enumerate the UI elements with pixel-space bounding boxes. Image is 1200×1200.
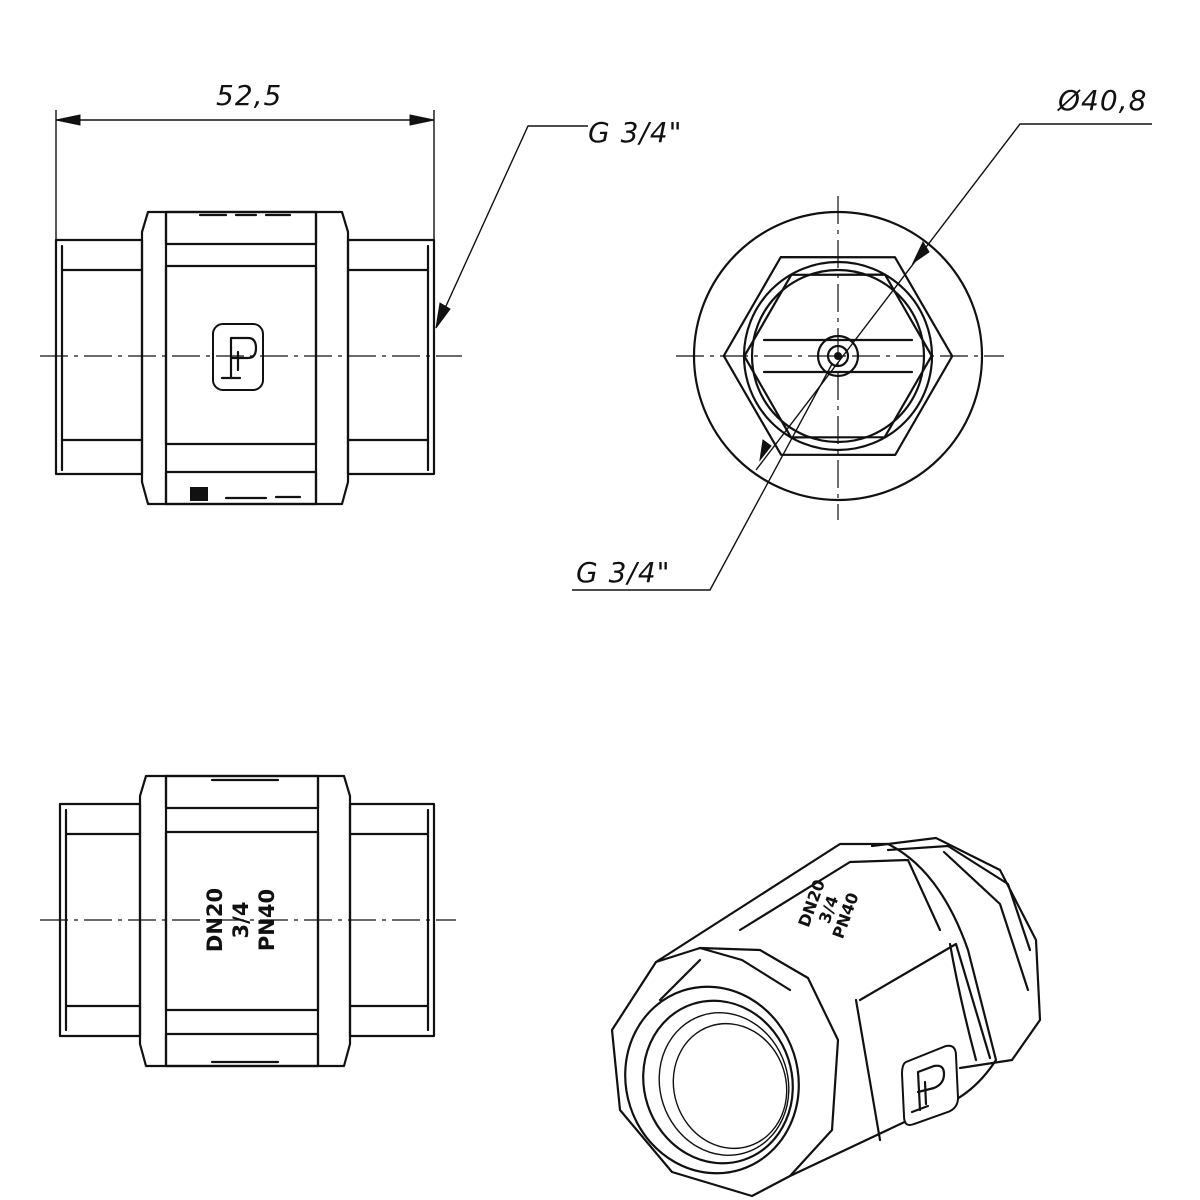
- iso-rear-end: [870, 836, 1042, 1070]
- dimension-arrow-right: [409, 114, 435, 126]
- leader-thread-side: [435, 125, 588, 329]
- dimension-length-label: 52,5: [216, 79, 282, 112]
- body-flat-face: [164, 264, 318, 446]
- diameter-label: Ø40,8: [1057, 84, 1147, 117]
- dimension-arrow-left: [55, 114, 81, 126]
- iso-bore: [624, 985, 800, 1175]
- iso-marking: DN20 3/4 PN40: [794, 877, 862, 941]
- leader-thread-end: [572, 363, 833, 591]
- isometric-view: DN20 3/4 PN40: [610, 836, 1042, 1198]
- logo-icon: [212, 323, 264, 391]
- thread-end-label: G 3/4": [576, 556, 671, 589]
- side-view-bottom: DN20 3/4 PN40: [40, 774, 456, 1068]
- side-view-top: 52,5 G 3/4": [40, 79, 683, 506]
- leader-arrow-diameter: [911, 240, 930, 265]
- marking-block: [190, 487, 208, 501]
- end-view: Ø40,8 G 3/4": [572, 84, 1152, 591]
- iso-logo-icon: [900, 1044, 960, 1126]
- iso-front-hex: [610, 946, 840, 1198]
- body-flat-face-bottom: [164, 830, 320, 1012]
- leader-arrow-thread: [435, 302, 451, 329]
- leader-diameter: [755, 123, 1152, 471]
- leader-arrow-thread-end: [759, 439, 772, 462]
- thread-side-label: G 3/4": [588, 116, 683, 149]
